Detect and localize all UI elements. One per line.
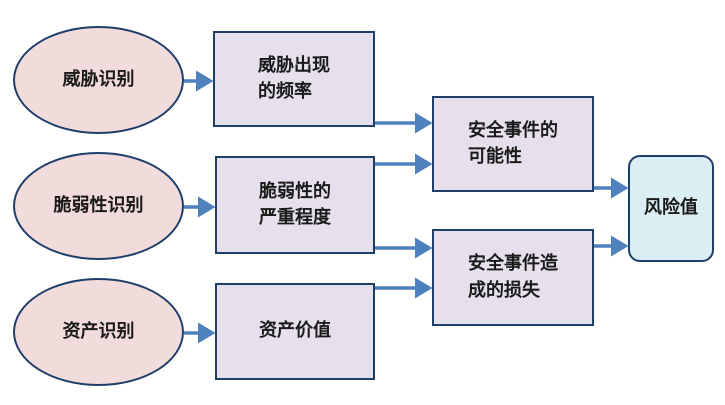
likelihood-label: 安全事件的 可能性 xyxy=(468,119,558,167)
asset-identification-node: 资产识别 xyxy=(13,278,184,386)
vulnerability-severity-label: 脆弱性的 严重程度 xyxy=(259,180,331,228)
loss-label: 安全事件造 成的损失 xyxy=(468,253,558,301)
threat-identification-label: 威胁识别 xyxy=(62,68,135,90)
likelihood-node: 安全事件的 可能性 xyxy=(432,96,594,192)
asset-identification-label: 资产识别 xyxy=(62,320,135,342)
threat-frequency-node: 威胁出现 的频率 xyxy=(213,31,375,127)
threat-identification-node: 威胁识别 xyxy=(13,26,184,134)
loss-node: 安全事件造 成的损失 xyxy=(432,229,594,326)
vulnerability-severity-node: 脆弱性的 严重程度 xyxy=(215,156,375,254)
vulnerability-identification-label: 脆弱性识别 xyxy=(53,194,144,216)
asset-value-label: 资产价值 xyxy=(259,320,331,342)
risk-value-label: 风险值 xyxy=(644,197,698,219)
risk-value-node: 风险值 xyxy=(628,155,714,262)
asset-value-node: 资产价值 xyxy=(215,283,375,380)
vulnerability-identification-node: 脆弱性识别 xyxy=(13,152,184,260)
threat-frequency-label: 威胁出现 的频率 xyxy=(258,54,330,102)
